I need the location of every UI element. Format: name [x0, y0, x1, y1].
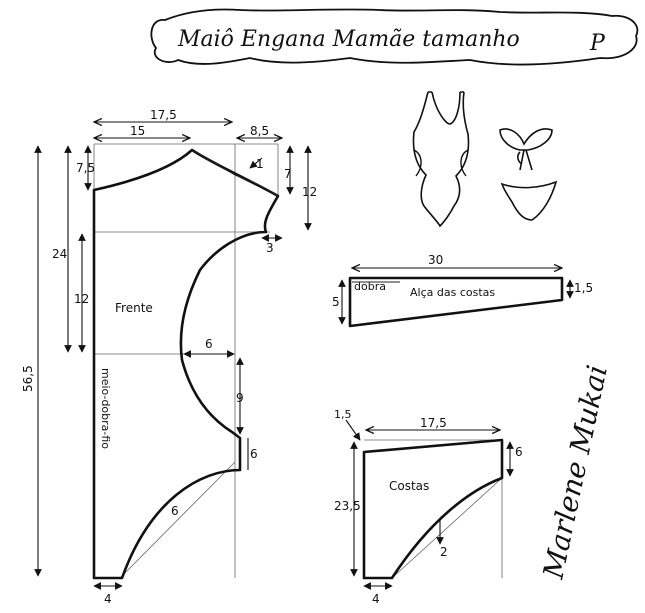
dim-front-strap-tip-label: 1	[256, 157, 264, 171]
dim-front-hip-gap-label: 9	[236, 391, 244, 405]
dim-front-crotch-width-label: 4	[104, 592, 112, 606]
dim-back-width-label: 17,5	[420, 416, 447, 430]
dim-back-crotch-width-label: 4	[372, 592, 380, 606]
swimsuit-illustration	[412, 91, 558, 228]
dim-front-side-straight-label: 6	[250, 447, 258, 461]
dim-front-armhole-side-label: 7	[284, 167, 292, 181]
title-cloud-outline	[150, 8, 639, 66]
dim-strap-length-label: 30	[428, 253, 443, 267]
bikini-top-sketch	[499, 128, 553, 171]
front-crotch-guide	[119, 461, 236, 579]
dim-front-upper-height-label: 24	[52, 247, 67, 261]
dim-back-height-label: 23,5	[334, 499, 361, 513]
back-crotch-guide	[391, 477, 503, 579]
back-outline	[362, 438, 504, 580]
strap-fold-label: dobra	[354, 280, 386, 293]
front-fold-label: meio-dobra-fio	[99, 368, 112, 449]
title-size: P	[589, 31, 606, 56]
title-banner: Maiô Engana Mamãe tamanho P	[150, 8, 639, 66]
dim-front-total-height-label: 56,5	[21, 365, 35, 392]
back-label: Costas	[389, 479, 429, 493]
dim-front-armhole-bottom-label: 3	[266, 241, 274, 255]
strap-label: Alça das costas	[410, 286, 495, 299]
onepiece-cutout-right	[460, 149, 469, 177]
back-pattern: Costas 1,5 17,5 6 23,5 2 4	[334, 408, 523, 606]
front-label: Frente	[115, 301, 153, 315]
dim-strap-end-label: 1,5	[574, 281, 593, 295]
strap-outline	[348, 276, 564, 328]
bikini-bottom-sketch	[500, 180, 558, 221]
front-shoulder-line	[191, 149, 236, 176]
dim-back-corner	[345, 419, 361, 441]
dim-front-shoulder-drop-label: 7,5	[76, 161, 95, 175]
dim-front-strap-tip	[249, 157, 263, 169]
dim-front-crotch-curve-label: 6	[171, 504, 179, 518]
front-strap-line	[234, 174, 279, 197]
strap-pattern: 30 dobra Alça das costas 5 1,5	[332, 253, 593, 328]
dim-front-top-total-label: 17,5	[150, 108, 177, 122]
signature: Marlene Mukai	[536, 362, 614, 582]
dim-front-mid-height-label: 12	[74, 292, 89, 306]
dim-front-top-left-label: 15	[130, 124, 145, 138]
onepiece-cutout-left	[413, 149, 422, 177]
dim-front-waist-in-label: 6	[205, 337, 213, 351]
onepiece-sketch	[412, 91, 470, 228]
dim-back-curve-label: 2	[440, 545, 448, 559]
front-pattern: Frente meio-dobra-fio 17,5 15 8,5 7,5 7 …	[21, 108, 317, 606]
dim-front-armhole-height-label: 12	[302, 185, 317, 199]
dim-back-side-label: 6	[515, 445, 523, 459]
dim-back-corner-label: 1,5	[334, 408, 352, 421]
dim-strap-height-label: 5	[332, 295, 340, 309]
front-outline	[92, 148, 280, 580]
title-text: Maiô Engana Mamãe tamanho	[177, 27, 520, 52]
dim-front-top-right-label: 8,5	[250, 124, 269, 138]
